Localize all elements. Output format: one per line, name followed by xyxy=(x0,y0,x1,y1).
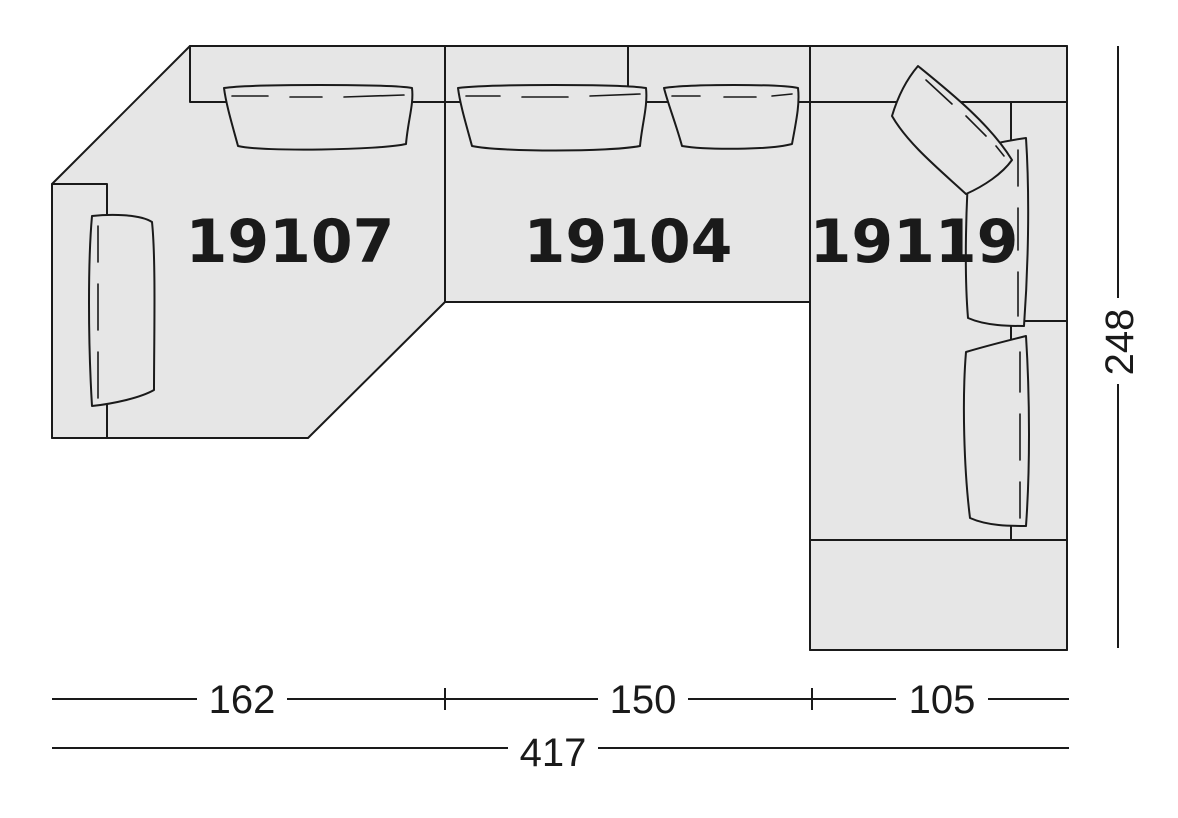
depth-label: 248 xyxy=(1098,309,1142,376)
depth-dimension: 248 xyxy=(1098,46,1142,648)
module-19107-label: 19107 xyxy=(186,207,395,277)
module-19104-label: 19104 xyxy=(524,207,733,277)
module-19104-back-cushion-small xyxy=(663,84,800,150)
width-19107-label: 162 xyxy=(209,678,276,722)
module-19107-side-cushion xyxy=(88,213,156,407)
module-19119-label: 19119 xyxy=(810,207,1019,277)
total-width-dimension: 417 xyxy=(52,731,1069,775)
module-19119: 19119 xyxy=(809,45,1068,651)
module-19119-side-cushion-lower xyxy=(962,335,1030,527)
module-19119-footrest xyxy=(809,539,1068,651)
module-19119-corner-cushion xyxy=(891,65,1013,195)
module-19104: 19104 xyxy=(444,45,811,303)
module-19107: 19107 xyxy=(51,45,446,439)
module-19104-back-cushion-large xyxy=(457,84,648,152)
total-width-label: 417 xyxy=(520,731,587,775)
width-dimensions-row: 162 150 105 xyxy=(52,678,1069,722)
width-19119-label: 105 xyxy=(909,678,976,722)
width-19104-label: 150 xyxy=(610,678,677,722)
module-19107-back-cushion xyxy=(223,84,414,151)
